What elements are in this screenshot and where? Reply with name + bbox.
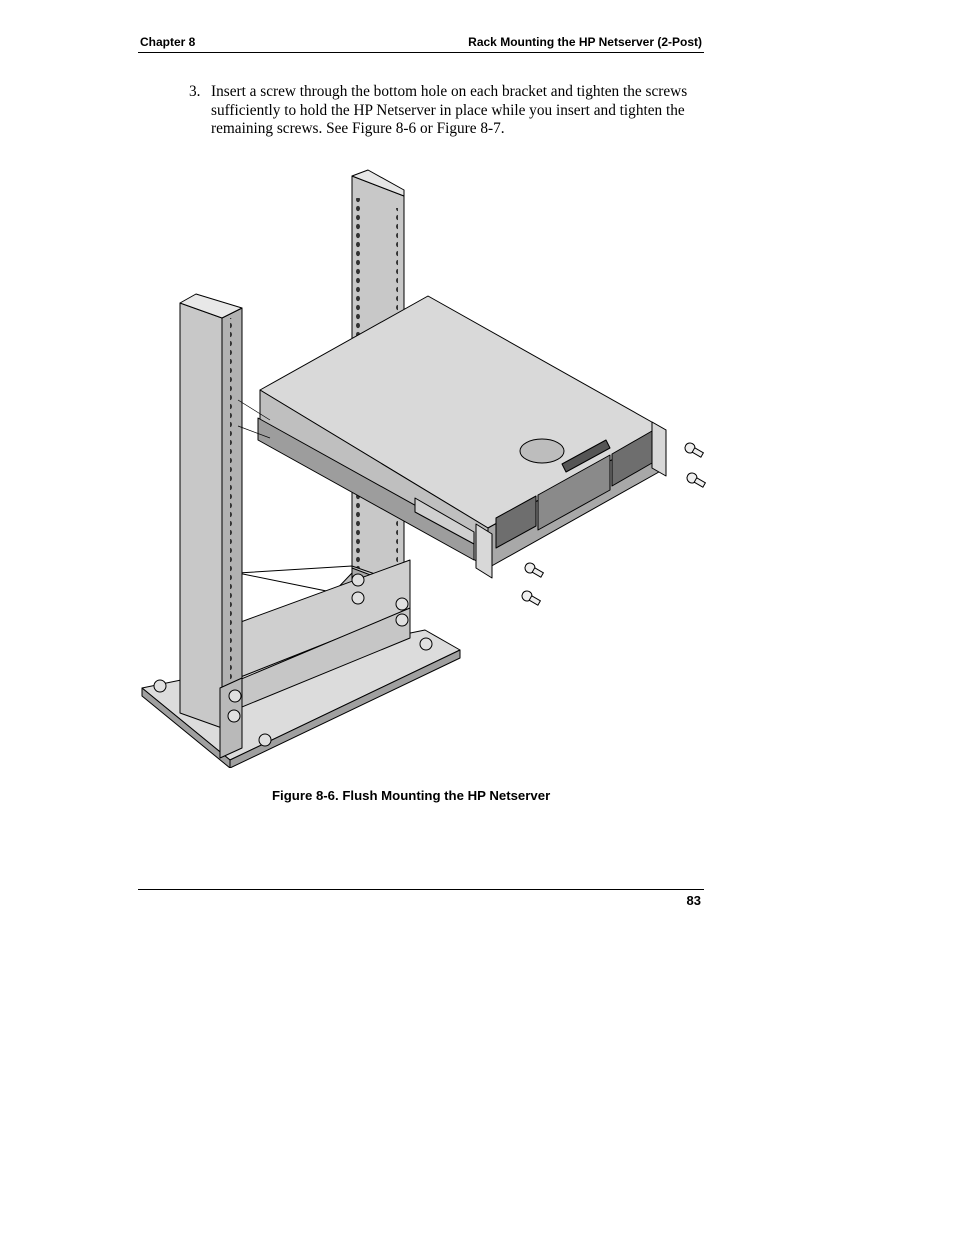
section-title: Rack Mounting the HP Netserver (2-Post)	[468, 35, 702, 49]
page-number: 83	[686, 893, 701, 908]
rack-server-drawing	[141, 169, 707, 769]
footer-rule	[138, 889, 704, 890]
figure-caption: Figure 8-6. Flush Mounting the HP Netser…	[272, 788, 551, 803]
rack-mount-illustration	[130, 168, 720, 769]
chapter-label: Chapter 8	[140, 35, 196, 49]
step-text: Insert a screw through the bottom hole o…	[211, 83, 688, 137]
page-header: Chapter 8 Rack Mounting the HP Netserver…	[138, 34, 704, 53]
step-number: 3.	[189, 83, 201, 100]
